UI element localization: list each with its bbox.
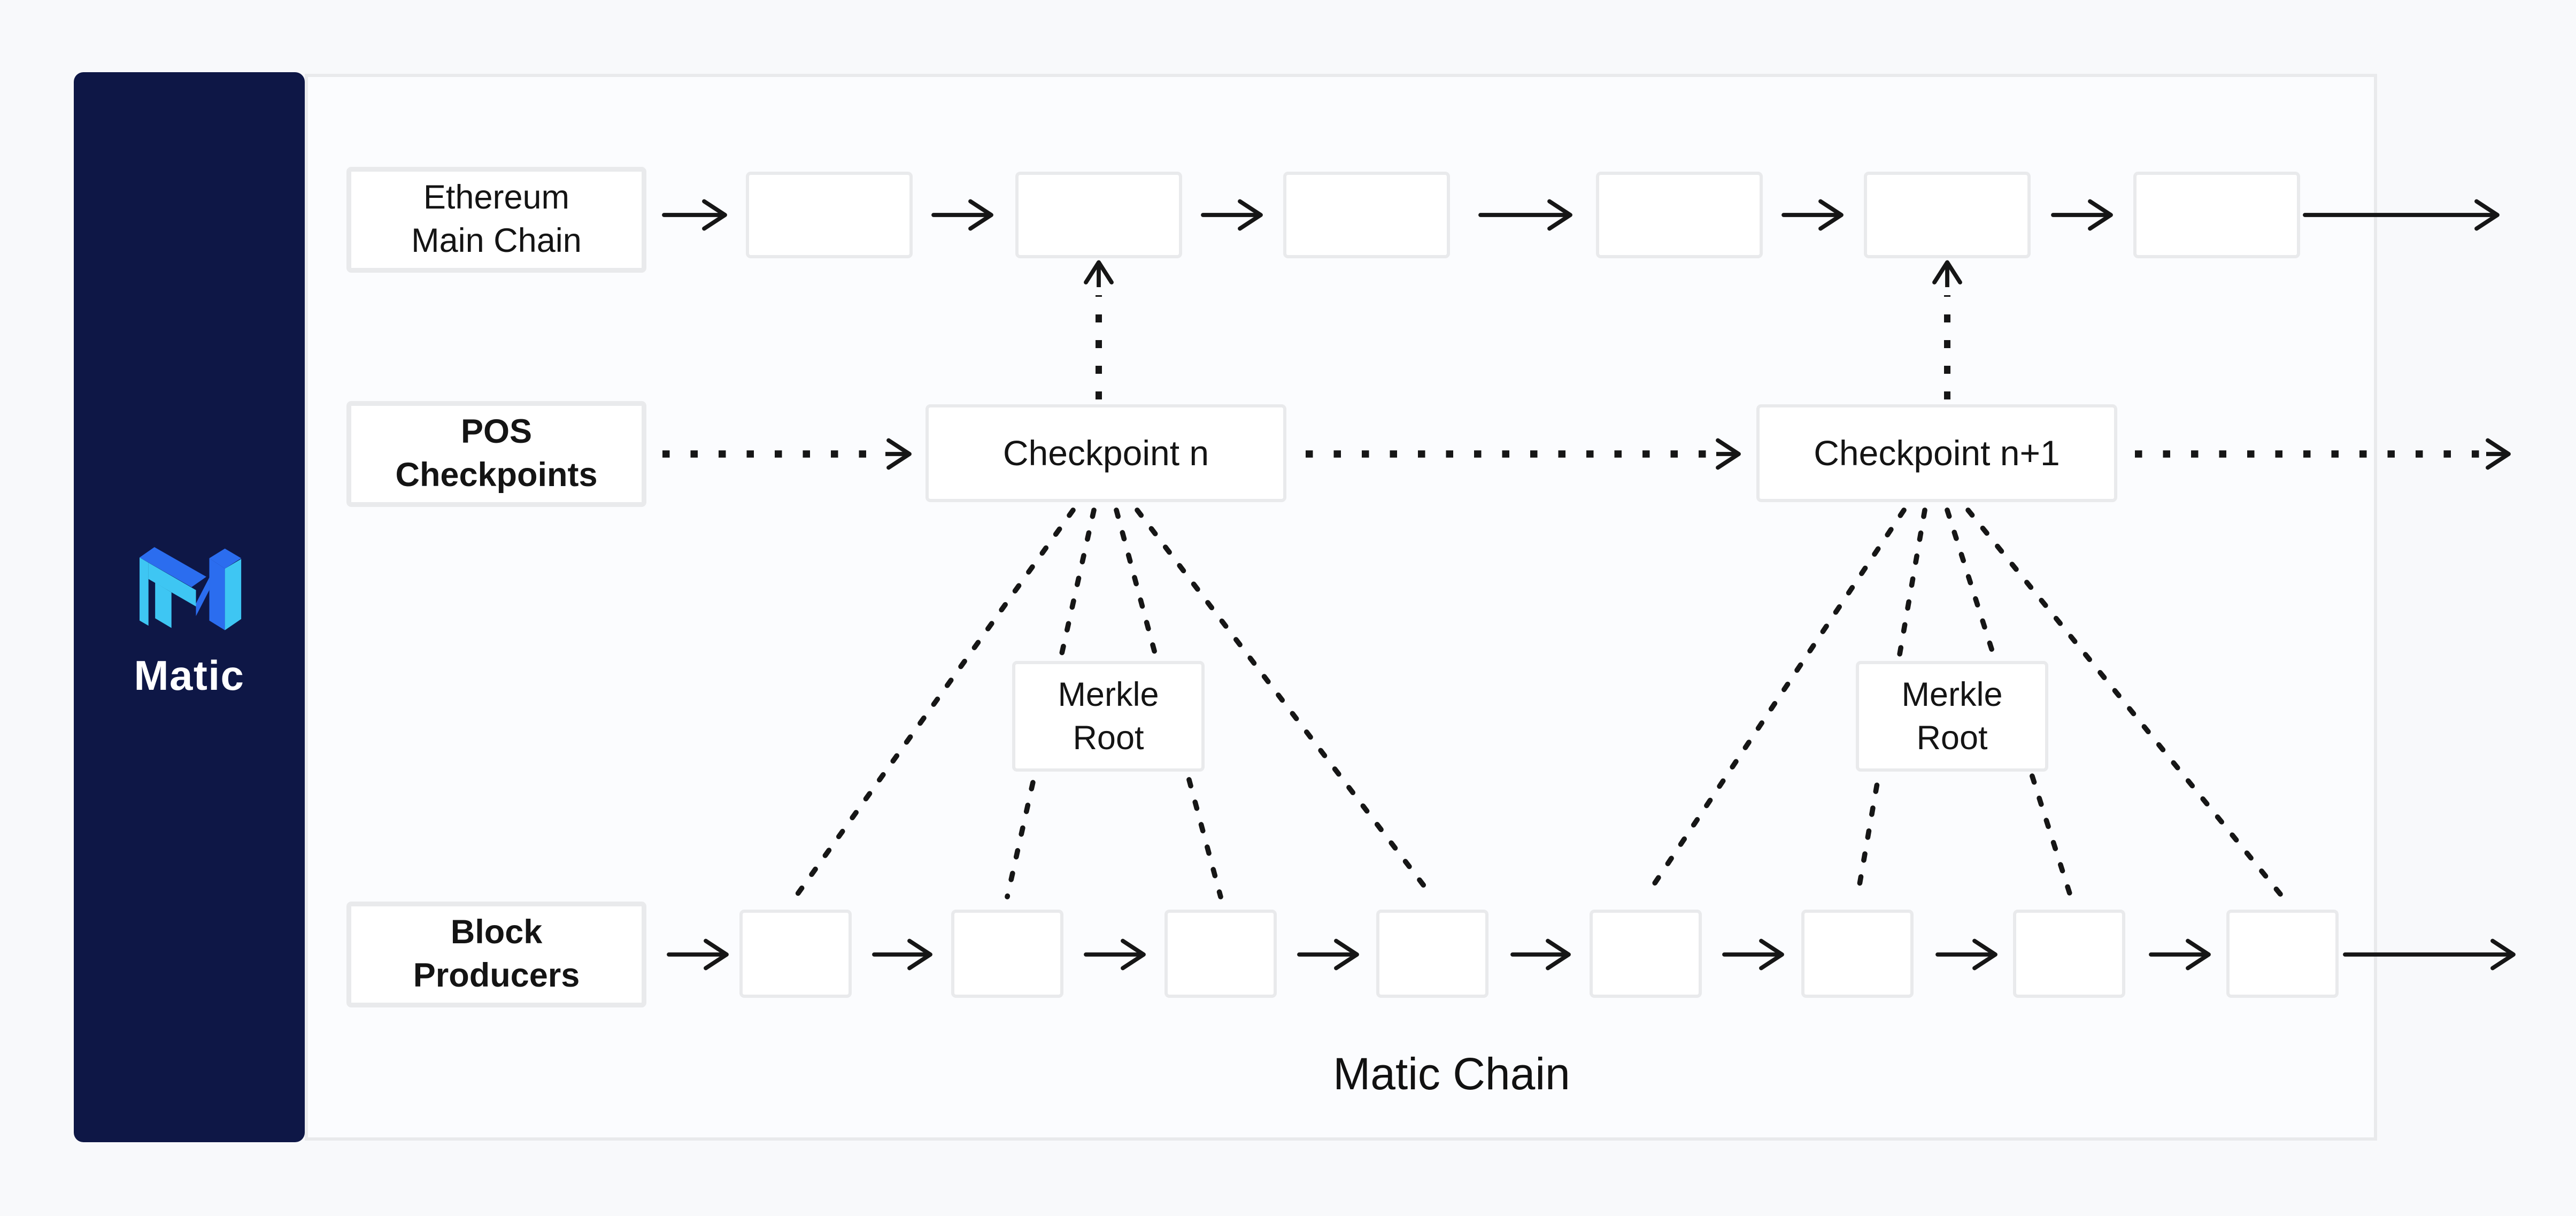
solid-arrow xyxy=(1297,938,1359,971)
solid-arrow xyxy=(1510,938,1571,971)
merkle-root-box: Merkle Root xyxy=(1856,661,2048,772)
solid-arrow xyxy=(2051,199,2113,231)
solid-arrow xyxy=(1084,938,1146,971)
producer-block-box xyxy=(739,910,852,998)
fan-line xyxy=(1005,507,1097,899)
label-line: Producers xyxy=(413,958,580,995)
label-line: Block xyxy=(450,914,543,951)
ethereum-block-box xyxy=(1864,172,2031,258)
solid-arrow-exit xyxy=(2303,199,2500,231)
merkle-fan-lines xyxy=(793,507,2285,899)
label-line: Ethereum xyxy=(423,180,570,217)
dotted-up-arrow xyxy=(1932,260,1962,399)
checkpoint-n-text: Checkpoint n xyxy=(1002,432,1209,473)
solid-arrow xyxy=(667,938,729,971)
solid-arrow xyxy=(872,938,932,971)
checkpoint-up-arrows xyxy=(1084,260,1962,399)
ethereum-block-box xyxy=(1015,172,1182,258)
matic-isometric-m-icon xyxy=(130,537,249,637)
solid-arrow xyxy=(1478,199,1572,231)
label-line: Main Chain xyxy=(411,223,582,260)
dotted-arrow xyxy=(1306,438,1741,470)
ethereum-main-chain-label: Ethereum Main Chain xyxy=(346,167,646,273)
matic-sidebar: Matic xyxy=(74,72,305,1142)
dotted-arrow xyxy=(662,438,912,470)
ethereum-block-box xyxy=(746,172,913,258)
matic-chain-title: Matic Chain xyxy=(1333,1049,1570,1099)
producer-block-box xyxy=(1164,910,1277,998)
ethereum-block-box xyxy=(2133,172,2300,258)
ethereum-chain-arrows xyxy=(662,199,2500,231)
fan-line xyxy=(1945,507,2073,899)
solid-arrow xyxy=(931,199,993,231)
solid-arrow xyxy=(1781,199,1844,231)
ethereum-block-box xyxy=(1283,172,1450,258)
fan-line xyxy=(1114,507,1223,899)
fan-line xyxy=(793,507,1076,899)
producer-block-box xyxy=(2226,910,2339,998)
solid-arrow xyxy=(2149,938,2211,971)
merkle-line: Root xyxy=(1916,719,1988,757)
solid-arrow-exit xyxy=(2343,938,2516,971)
fan-line xyxy=(1643,507,1907,899)
merkle-line: Root xyxy=(1073,719,1144,757)
producer-block-box xyxy=(2013,910,2125,998)
merkle-root-box: Merkle Root xyxy=(1012,661,1205,772)
producer-block-box xyxy=(1376,910,1488,998)
checkpoint-n1-text: Checkpoint n+1 xyxy=(1814,432,2060,473)
brand-name: Matic xyxy=(134,651,245,699)
ethereum-block-box xyxy=(1596,172,1763,258)
producer-chain-arrows xyxy=(667,938,2516,971)
producer-block-box xyxy=(951,910,1063,998)
solid-arrow xyxy=(1935,938,1997,971)
merkle-line: Merkle xyxy=(1901,676,2003,713)
checkpoint-n-box: Checkpoint n xyxy=(925,404,1286,502)
dotted-arrow-exit xyxy=(2135,438,2511,470)
checkpoint-dotted-arrows xyxy=(662,438,2511,470)
pos-checkpoints-label: POS Checkpoints xyxy=(346,401,646,507)
dotted-up-arrow xyxy=(1084,260,1114,399)
producer-block-box xyxy=(1801,910,1914,998)
producer-block-box xyxy=(1590,910,1702,998)
checkpoint-n1-box: Checkpoint n+1 xyxy=(1756,404,2117,502)
block-producers-label: Block Producers xyxy=(346,902,646,1007)
matic-logo: Matic xyxy=(74,537,305,701)
merkle-line: Merkle xyxy=(1058,676,1159,713)
solid-arrow xyxy=(1201,199,1263,231)
solid-arrow xyxy=(1722,938,1784,971)
fan-line xyxy=(1855,507,1927,899)
label-line: Checkpoints xyxy=(395,457,598,494)
solid-arrow xyxy=(662,199,727,231)
label-line: POS xyxy=(460,414,533,451)
